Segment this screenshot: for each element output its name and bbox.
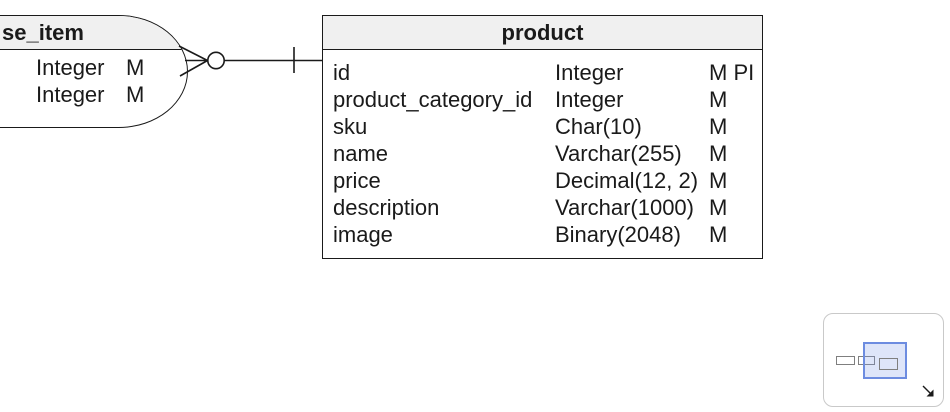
entity-purchase-item-header: se_item (0, 16, 187, 50)
column-name: id (333, 60, 351, 85)
entity-purchase-item[interactable]: se_item Integer M Integer M (0, 15, 188, 128)
table-row[interactable]: description Varchar(1000) M (323, 194, 762, 221)
column-flags: M (126, 55, 145, 80)
column-flags: M (709, 168, 728, 193)
entity-purchase-item-title: se_item (2, 20, 84, 45)
column-type: Integer (555, 87, 624, 112)
column-name: price (333, 168, 381, 193)
table-row[interactable]: product_category_id Integer M (323, 86, 762, 113)
column-type: Binary(2048) (555, 222, 681, 247)
column-name: image (333, 222, 393, 247)
column-name: name (333, 141, 389, 166)
column-type: Varchar(255) (555, 141, 682, 166)
column-name: product_category_id (333, 87, 533, 112)
column-type: Integer (555, 60, 624, 85)
table-row[interactable]: name Varchar(255) M (323, 140, 762, 167)
column-type: Integer (36, 55, 105, 80)
minimap-entity-thumb (836, 356, 855, 365)
entity-product[interactable]: product id Integer M PI product_category… (322, 15, 763, 259)
resize-handle-arrow-down-right-icon[interactable] (921, 384, 937, 400)
column-type: Decimal(12, 2) (555, 168, 699, 193)
column-flags: M (709, 195, 728, 220)
table-row[interactable]: price Decimal(12, 2) M (323, 167, 762, 194)
column-type: Integer (36, 82, 105, 107)
table-row[interactable]: sku Char(10) M (323, 113, 762, 140)
table-row[interactable]: id Integer M PI (323, 59, 762, 86)
column-name: description (333, 195, 440, 220)
column-type: Char(10) (555, 114, 642, 139)
column-flags: M (709, 141, 728, 166)
column-name: sku (333, 114, 368, 139)
column-flags: M (709, 114, 728, 139)
table-row[interactable]: Integer M (0, 54, 187, 81)
zero-circle-symbol (207, 51, 226, 70)
minimap-viewport[interactable] (863, 342, 907, 379)
minimap-entity-thumb (879, 358, 898, 370)
column-flags: M (709, 222, 728, 247)
entity-product-header: product (323, 16, 762, 50)
minimap-entity-thumb (858, 356, 875, 365)
minimap-panel[interactable] (823, 313, 944, 407)
table-row[interactable]: Integer M (0, 81, 187, 108)
table-row[interactable]: image Binary(2048) M (323, 221, 762, 248)
column-flags: M PI (709, 60, 755, 85)
column-type: Varchar(1000) (555, 195, 694, 220)
column-flags: M (709, 87, 728, 112)
entity-product-title: product (501, 20, 584, 45)
column-flags: M (126, 82, 145, 107)
